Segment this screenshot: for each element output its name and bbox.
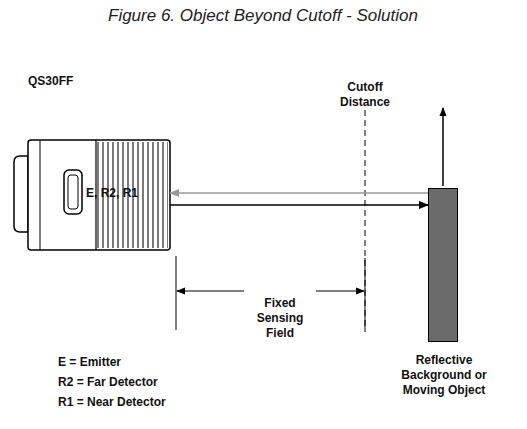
figure-title: Figure 6. Object Beyond Cutoff - Solutio… [108,8,418,23]
legend-key: R2 = Far Detector [58,375,158,390]
field-label: Fixed Sensing Field [245,296,315,341]
beam-arrow [170,204,428,206]
beam-arrow [170,192,428,194]
sensor-housing [14,140,170,250]
sensor-body: QS30FFE, R2, R1 [28,140,170,250]
legend-key: E = Emitter [58,355,121,370]
legend-key: R1 = Near Detector [58,395,166,410]
motion-arrow [442,108,444,186]
model-label: QS30FF [28,74,73,89]
object-label: Reflective Background or Moving Object [389,353,499,398]
cutoff-label: Cutoff Distance [325,80,405,110]
target-object: Reflective Background or Moving Object [428,188,458,342]
cutoff-line [365,110,366,332]
emitter-detector-label: E, R2, R1 [86,186,138,201]
